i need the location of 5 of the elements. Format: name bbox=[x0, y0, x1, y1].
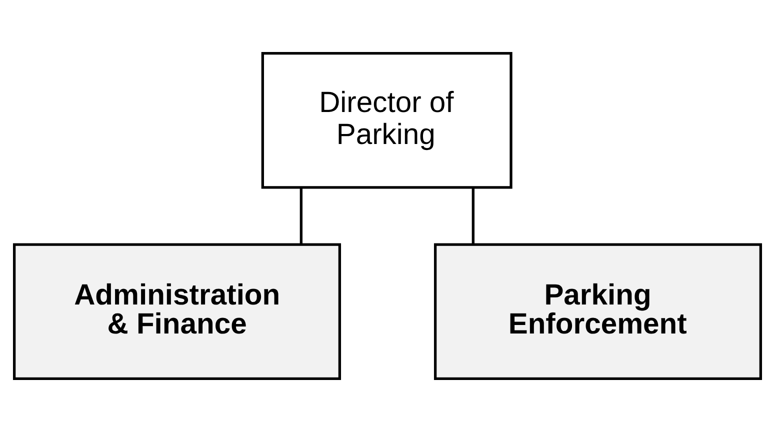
connector bbox=[472, 188, 474, 244]
node-box: Parking Enforcement bbox=[434, 243, 762, 380]
node-box: Administration & Finance bbox=[12, 243, 342, 380]
node-box: Director of Parking bbox=[261, 52, 512, 189]
connector bbox=[300, 188, 302, 244]
